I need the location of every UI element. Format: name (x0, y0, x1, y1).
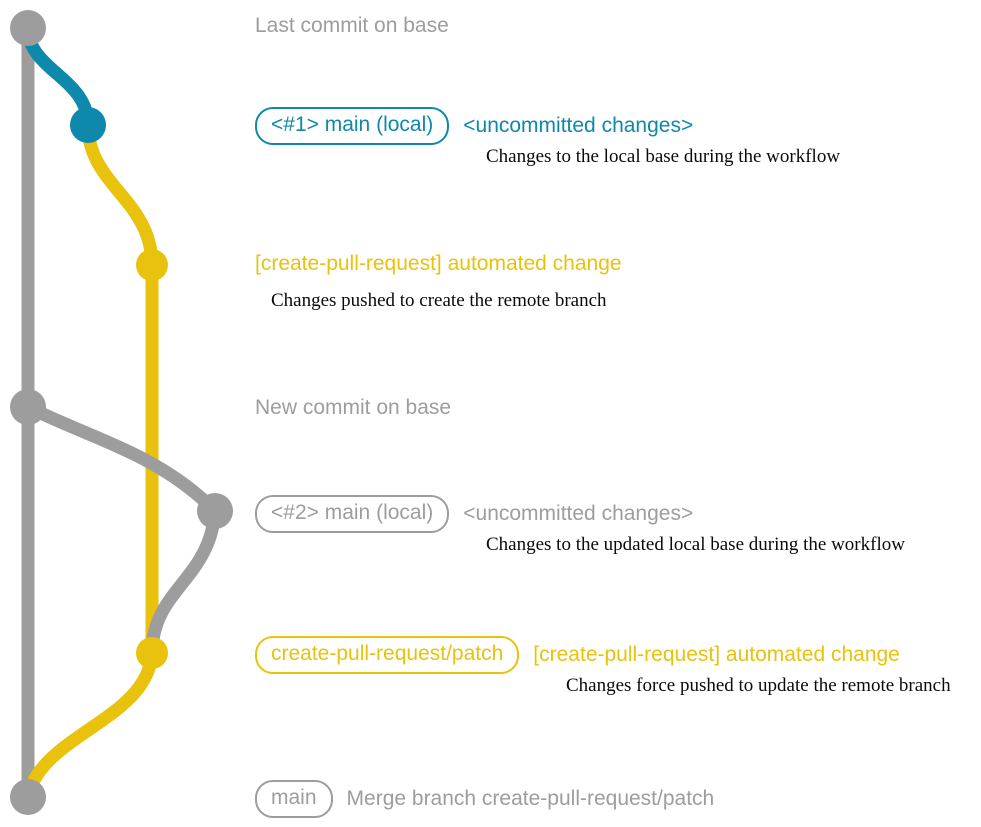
commit-subject: [create-pull-request] automated change (533, 643, 900, 667)
node-merge (10, 779, 46, 815)
commit-subject: <uncommitted changes> (463, 114, 694, 138)
row-merge-commit: main Merge branch create-pull-request/pa… (255, 780, 715, 819)
commit-subject: <uncommitted changes> (463, 502, 694, 526)
branch-badge-main[interactable]: main (255, 780, 333, 819)
edge-local1-to-patch1 (81, 118, 159, 272)
row-patch-commit-1: [create-pull-request] automated change (255, 252, 622, 276)
row-last-commit-on-base: Last commit on base (255, 14, 449, 38)
commit-subject: [create-pull-request] automated change (255, 252, 622, 275)
commit-description-1: Changes to the local base during the wor… (486, 146, 841, 167)
row-local-commit-1: <#1> main (local) <uncommitted changes> (255, 107, 694, 146)
row-new-commit-on-base: New commit on base (255, 396, 451, 420)
node-base-head (10, 10, 46, 46)
branch-badge-main-local-2[interactable]: <#2> main (local) (255, 495, 450, 534)
node-local-2 (197, 493, 233, 529)
commit-description-3: Changes to the updated local base during… (486, 534, 905, 555)
node-patch-2 (136, 637, 168, 669)
edge-local2-to-patch2 (145, 504, 222, 660)
edge-basenew-to-local2 (21, 400, 222, 518)
commit-description-2: Changes pushed to create the remote bran… (271, 290, 607, 311)
row-patch-commit-2: create-pull-request/patch [create-pull-r… (255, 636, 900, 675)
node-local-1 (70, 107, 106, 143)
commit-caption: Last commit on base (255, 14, 449, 37)
node-patch-1 (136, 249, 168, 281)
branch-badge-main-local-1[interactable]: <#1> main (local) (255, 107, 450, 146)
graph-nodes (10, 10, 233, 815)
node-base-new (10, 389, 46, 425)
edge-patch2-to-merge (21, 646, 159, 804)
commit-caption: New commit on base (255, 396, 452, 419)
commit-subject: Merge branch create-pull-request/patch (346, 787, 715, 811)
row-local-commit-2: <#2> main (local) <uncommitted changes> (255, 495, 694, 534)
commit-description-4: Changes force pushed to update the remot… (566, 675, 951, 696)
branch-badge-create-pull-request-patch[interactable]: create-pull-request/patch (255, 636, 520, 675)
